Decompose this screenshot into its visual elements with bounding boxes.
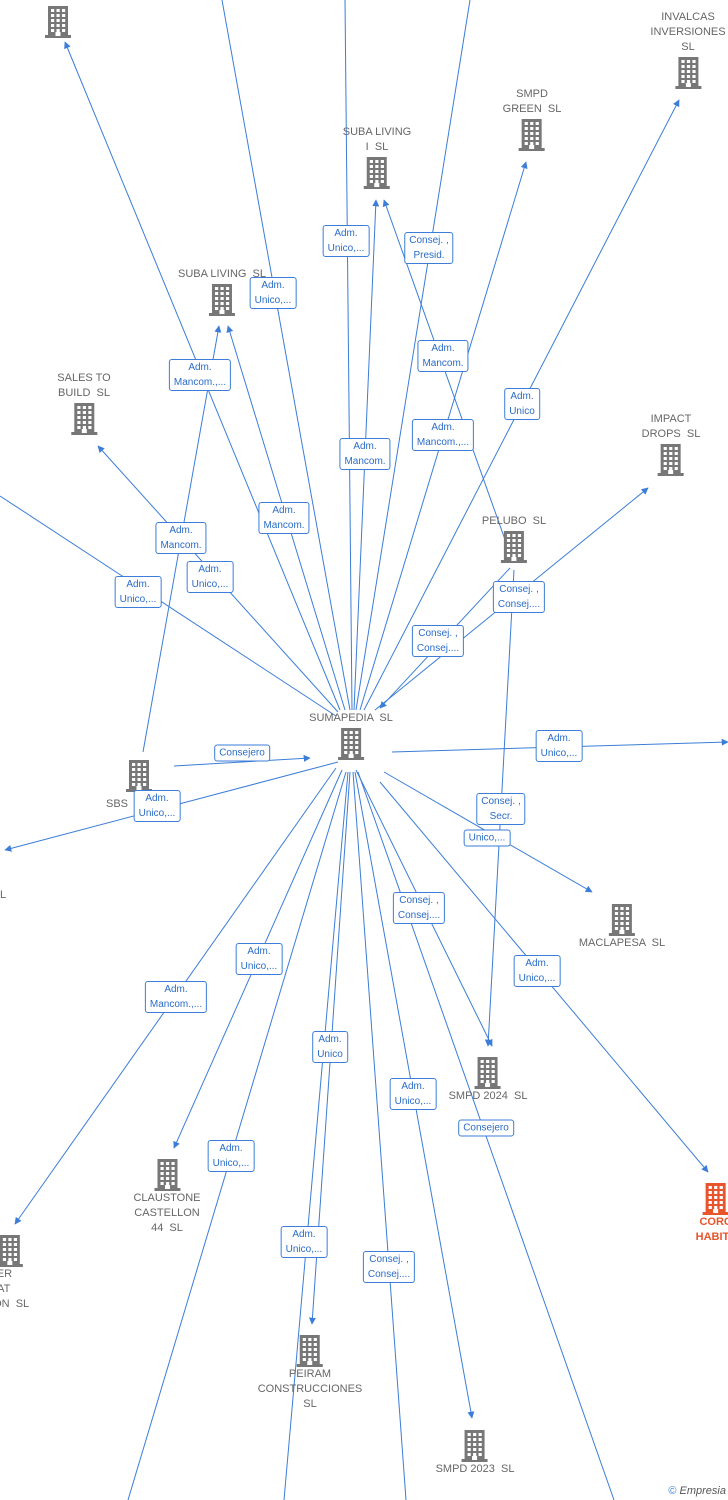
building-icon <box>153 1159 180 1191</box>
role-badge[interactable]: Consejero <box>458 1119 514 1137</box>
role-badge[interactable]: Adm. Mancom. <box>417 340 469 372</box>
company-node-impact-drops[interactable]: IMPACT DROPS SL <box>641 412 701 476</box>
role-badge[interactable]: Adm. Mancom.,... <box>411 419 475 451</box>
role-badge[interactable]: Adm. Mancom.,... <box>168 359 232 391</box>
building-icon <box>475 1057 501 1089</box>
company-node-claustone[interactable]: CLAUSTONE CASTELLON 44 SL <box>133 1157 201 1236</box>
building-icon <box>0 1235 23 1267</box>
role-badge[interactable]: Adm. Mancom. <box>339 438 391 470</box>
company-node-coro-habita[interactable]: CORO HABITA <box>696 1181 728 1245</box>
node-label: PEIRAM CONSTRUCCIONES SL <box>257 1368 363 1410</box>
role-badge[interactable]: Adm. Mancom. <box>258 502 310 534</box>
company-node-top-left[interactable] <box>43 4 73 38</box>
role-badge[interactable]: Consej. , Consej.... <box>411 625 465 657</box>
building-icon <box>126 760 152 792</box>
role-badge[interactable]: Adm. Unico,... <box>513 955 561 987</box>
node-label: IMPACT DROPS SL <box>641 413 701 440</box>
building-icon <box>658 444 684 476</box>
company-node-smpd-2023[interactable]: SMPD 2023 SL <box>435 1428 515 1477</box>
role-badge[interactable]: Adm. Unico <box>504 388 540 420</box>
role-badge[interactable]: Adm. Unico,... <box>114 576 162 608</box>
role-badge[interactable]: Adm. Mancom.,... <box>144 981 208 1013</box>
company-node-peiram[interactable]: PEIRAM CONSTRUCCIONES SL <box>257 1333 363 1412</box>
role-badge[interactable]: Adm. Unico,... <box>133 790 181 822</box>
role-badge[interactable]: Adm. Unico,... <box>207 1140 255 1172</box>
role-badge[interactable]: Adm. Unico,... <box>389 1078 437 1110</box>
building-icon <box>71 403 97 435</box>
node-label: SALES TO BUILD SL <box>57 372 111 399</box>
role-badge[interactable]: Adm. Unico,... <box>322 225 370 257</box>
building-icon <box>500 531 527 563</box>
node-label: MACLAPESA SL <box>578 937 666 949</box>
role-badge[interactable]: Adm. Unico,... <box>249 277 297 309</box>
building-icon <box>609 904 635 936</box>
copyright-symbol: © <box>668 1485 677 1497</box>
role-badge[interactable]: Consejero <box>214 744 270 762</box>
node-label: SUMAPEDIA SL <box>309 712 393 724</box>
company-node-sbs[interactable] <box>124 758 154 792</box>
company-node-over-sitat[interactable]: OVER SITAT LLON SL <box>0 1233 29 1312</box>
company-node-invalcas[interactable]: INVALCAS INVERSIONES SL <box>650 10 726 89</box>
role-badge[interactable]: Adm. Unico,... <box>235 943 283 975</box>
role-badge[interactable]: Unico,... <box>463 829 511 847</box>
role-badge[interactable]: Adm. Unico <box>312 1031 348 1063</box>
role-badge[interactable]: Adm. Mancom. <box>155 522 207 554</box>
node-label: CLAUSTONE CASTELLON 44 SL <box>133 1192 201 1234</box>
role-badge[interactable]: Consej. , Consej.... <box>492 581 546 613</box>
building-icon <box>702 1183 728 1215</box>
role-badge[interactable]: Consej. , Secr. <box>476 793 526 825</box>
building-icon <box>462 1430 488 1462</box>
node-label: SUBA LIVING I SL <box>342 126 412 153</box>
node-label: OVER SITAT LLON SL <box>0 1268 30 1310</box>
building-icon <box>45 6 71 38</box>
company-node-maclapesa[interactable]: MACLAPESA SL <box>579 902 665 951</box>
node-label: PELUBO SL <box>481 515 547 527</box>
building-icon <box>337 728 364 760</box>
role-badge[interactable]: Adm. Unico,... <box>186 561 234 593</box>
company-node-suba-living[interactable]: SUBA LIVING SL <box>178 267 266 316</box>
sbs-label: SBS <box>106 797 128 812</box>
node-label: INVALCAS INVERSIONES SL <box>650 11 726 53</box>
role-badge[interactable]: Consej. , Consej.... <box>392 892 446 924</box>
company-node-smpd-green[interactable]: SMPD GREEN SL <box>502 87 562 151</box>
role-badge[interactable]: Consej. , Consej.... <box>362 1251 416 1283</box>
role-badge[interactable]: Consej. , Presid. <box>404 232 454 264</box>
node-label: SUBA LIVING SL <box>177 268 267 280</box>
role-badge[interactable]: Adm. Unico,... <box>535 730 583 762</box>
company-node-suba-living-i[interactable]: SUBA LIVING I SL <box>343 125 411 189</box>
footer-brand[interactable]: © Empresia <box>668 1485 726 1497</box>
company-node-sales-to-build[interactable]: SALES TO BUILD SL <box>57 371 111 435</box>
building-icon <box>675 57 701 89</box>
building-icon <box>208 284 235 316</box>
building-icon <box>519 119 545 151</box>
company-node-pelubo[interactable]: PELUBO SL <box>482 514 546 563</box>
building-icon <box>363 157 390 189</box>
brand-name: Empresia <box>679 1485 726 1497</box>
node-label: SMPD 2024 SL <box>448 1090 528 1102</box>
node-label: SMPD GREEN SL <box>502 88 562 115</box>
building-icon <box>296 1335 323 1367</box>
role-badge[interactable]: Adm. Unico,... <box>280 1226 328 1258</box>
company-node-smpd-2024[interactable]: SMPD 2024 SL <box>448 1055 528 1104</box>
node-label: CORO HABITA <box>695 1216 728 1243</box>
node-label: SBS <box>105 798 129 810</box>
node-label: SMPD 2023 SL <box>435 1463 515 1475</box>
company-node-sumapedia[interactable]: SUMAPEDIA SL <box>309 711 393 760</box>
left-edge-text: L <box>0 889 7 901</box>
